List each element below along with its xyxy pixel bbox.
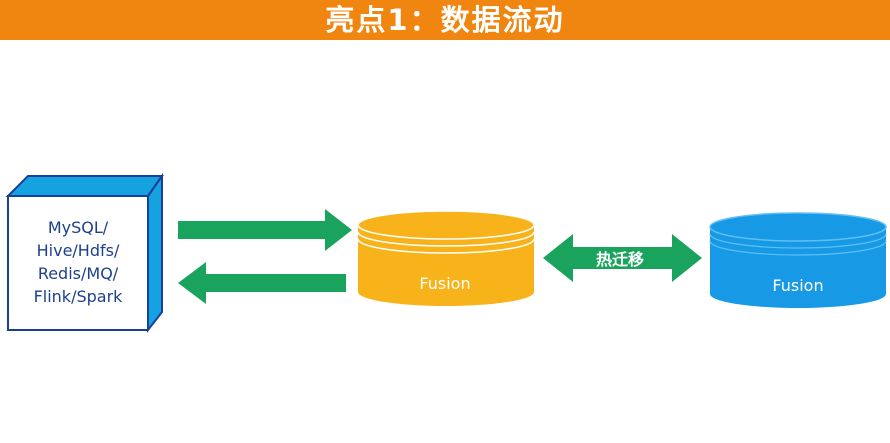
cylinder-top <box>357 210 535 240</box>
arrow-to-fusion <box>178 209 352 251</box>
source-box-label: MySQL/ Hive/Hdfs/ Redis/MQ/ Flink/Spark <box>8 196 148 328</box>
left-arrow-icon <box>178 262 346 304</box>
page-title: 亮点1：数据流动 <box>325 3 565 37</box>
fusion-cylinder-primary <box>357 210 535 306</box>
arrow-from-fusion <box>178 262 346 304</box>
source-line-3: Redis/MQ/ <box>37 264 119 283</box>
fusion-cylinder-secondary <box>709 212 887 308</box>
source-line-4: Flink/Spark <box>33 287 123 306</box>
source-box-front <box>7 195 149 331</box>
source-box <box>5 172 164 333</box>
hot-migration-label: 热迁移 <box>595 250 644 269</box>
header-bar: 亮点1：数据流动 <box>0 0 890 40</box>
double-arrow-icon <box>543 234 702 282</box>
hot-migration-arrow <box>543 234 702 282</box>
source-line-2: Hive/Hdfs/ <box>36 241 120 260</box>
right-arrow-icon <box>178 209 352 251</box>
source-line-1: MySQL/ <box>47 218 109 237</box>
fusion-secondary-label: Fusion <box>772 276 824 295</box>
cylinder-top <box>709 212 887 242</box>
source-box-top <box>5 175 164 197</box>
fusion-primary-label: Fusion <box>419 274 471 293</box>
source-box-side <box>147 172 163 333</box>
